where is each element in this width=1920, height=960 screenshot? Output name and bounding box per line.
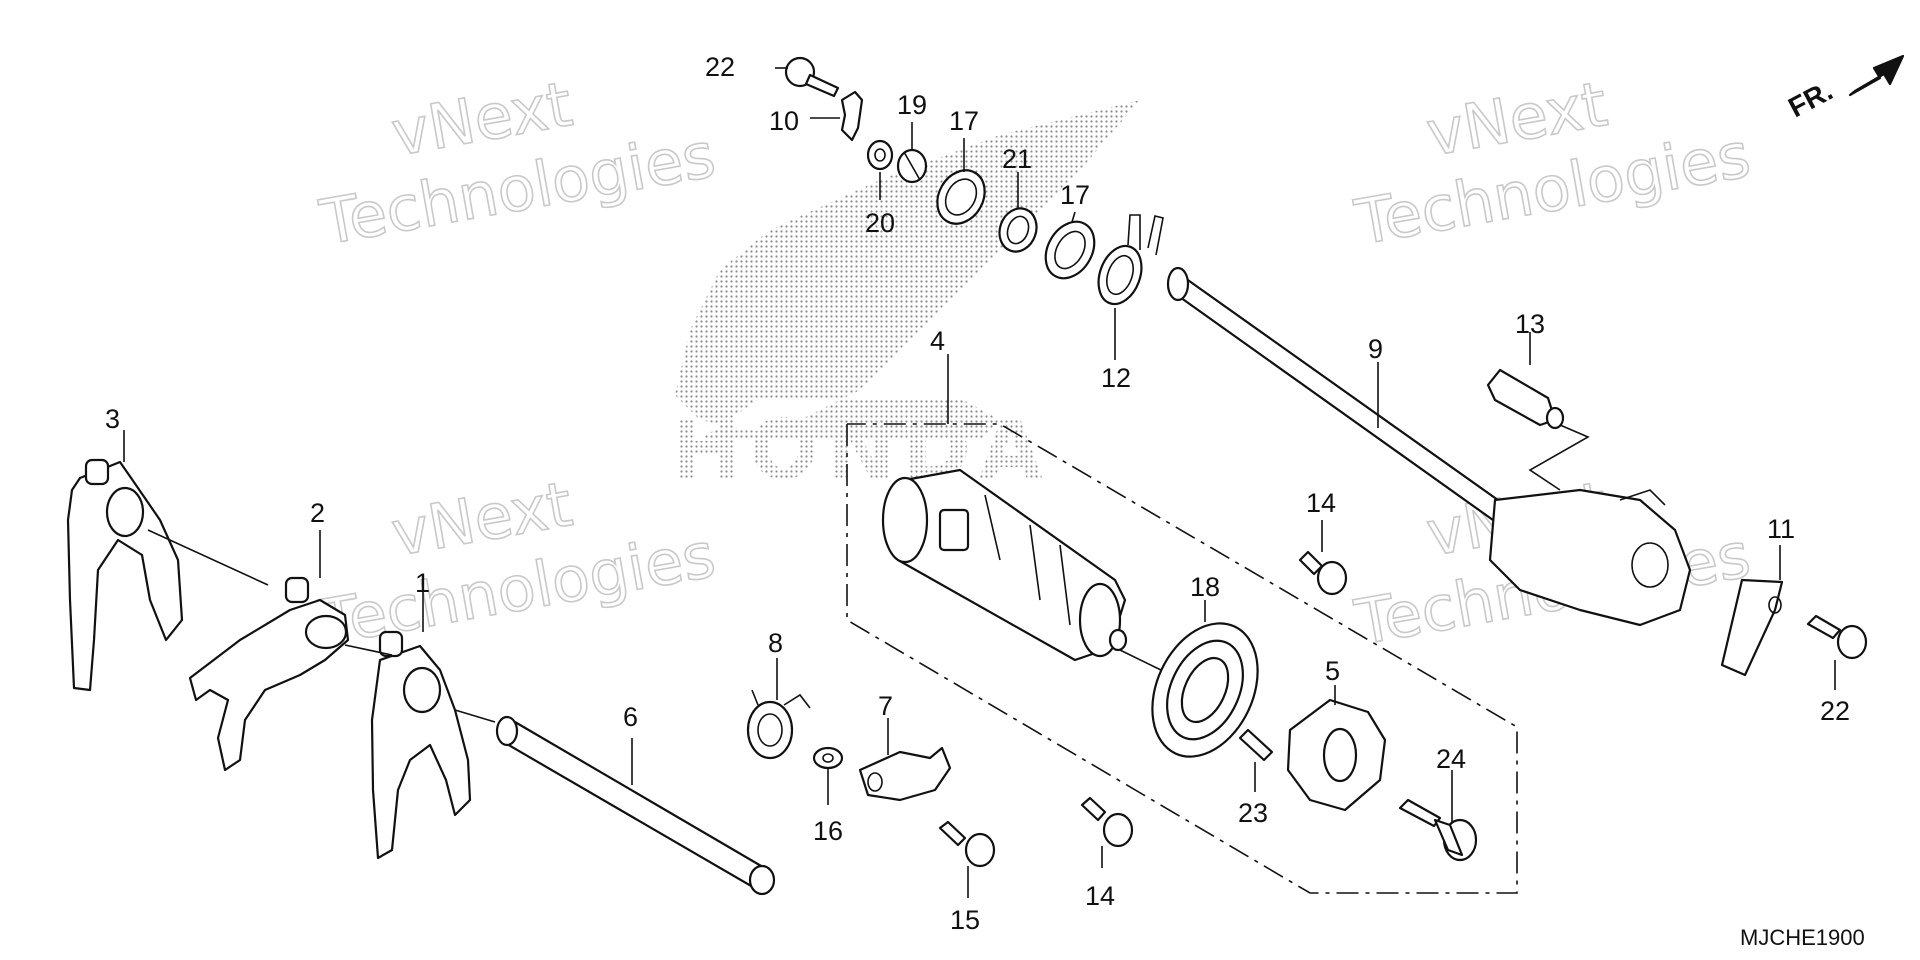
washer-17-right (1044, 220, 1096, 280)
callout-19: 19 (897, 90, 927, 120)
washer-16 (812, 746, 844, 770)
drum-center-5 (1286, 698, 1387, 812)
callout-1: 3 (105, 404, 120, 434)
honda-wing-icon (675, 100, 1140, 440)
drum-assembly-outline (846, 354, 1518, 894)
return-spring-12 (1097, 214, 1164, 306)
callout-10: 10 (769, 106, 799, 136)
callout-12: 12 (1101, 363, 1131, 393)
bolt-24 (1398, 798, 1478, 862)
bolt-22-top (784, 56, 840, 98)
front-label: FR. (1783, 75, 1837, 124)
shift-fork-3 (66, 458, 184, 692)
callout-6: 6 (623, 702, 638, 732)
callout-24: 24 (1436, 744, 1466, 774)
circlip-21 (998, 207, 1038, 253)
bolt-14-upper (1298, 550, 1348, 596)
honda-logo-text: HONDA (672, 403, 1051, 498)
gearshift-spindle-9 (1166, 266, 1692, 627)
callout-4: 4 (930, 326, 945, 356)
gearshift-drum-4 (881, 468, 1128, 662)
arrow-right-icon (1848, 54, 1905, 97)
washer-17-left (936, 169, 986, 225)
bolt-22-right (1806, 614, 1868, 660)
callout-labels: 3 2 1 4 5 6 7 8 9 10 11 12 13 14 14 15 1… (105, 52, 1850, 935)
callout-9: 9 (1368, 334, 1383, 364)
callout-13: 13 (1515, 309, 1545, 339)
bolt-15 (938, 820, 996, 868)
bearing-18 (1151, 622, 1259, 758)
callout-22a: 22 (705, 52, 735, 82)
watermark-3: vNext Technologies (314, 466, 721, 660)
leader-lines (123, 67, 1836, 898)
bolt-14-lower (1080, 796, 1134, 848)
watermark-1: vNext Technologies (314, 66, 721, 260)
dowel-pin-23 (1238, 728, 1274, 762)
shift-fork-1 (370, 630, 472, 860)
bolt-13 (1486, 368, 1565, 430)
plate-11 (1720, 578, 1784, 677)
callout-2: 2 (310, 498, 325, 528)
stopper-arm-7 (858, 746, 952, 802)
logo-watermark: HONDA (672, 100, 1140, 498)
fork-shaft-6 (495, 715, 776, 896)
callout-17a: 17 (949, 106, 979, 136)
callout-7: 7 (878, 691, 893, 721)
callout-18: 18 (1190, 572, 1220, 602)
front-direction-indicator: FR. (1783, 54, 1905, 124)
callout-11: 11 (1767, 514, 1795, 544)
callout-5: 5 (1325, 656, 1340, 686)
watermark-2: vNext Technologies (1349, 66, 1756, 260)
callout-17b: 17 (1060, 180, 1090, 210)
collar-20 (866, 139, 894, 171)
callout-8: 8 (768, 628, 783, 658)
diagram-code: MJCHE1900 (1740, 925, 1865, 950)
shift-fork-2 (188, 576, 350, 772)
bracket-10 (840, 90, 864, 142)
spring-8 (746, 689, 811, 760)
callout-14b: 14 (1085, 881, 1115, 911)
callout-20: 20 (865, 208, 895, 238)
callout-14a: 14 (1306, 488, 1336, 518)
callout-16: 16 (813, 816, 843, 846)
callout-15: 15 (950, 905, 980, 935)
needle-bearing-19 (896, 148, 928, 184)
callout-22b: 22 (1820, 696, 1850, 726)
callout-23: 23 (1238, 798, 1268, 828)
callout-21: 21 (1002, 144, 1032, 174)
callout-3: 1 (415, 568, 430, 598)
